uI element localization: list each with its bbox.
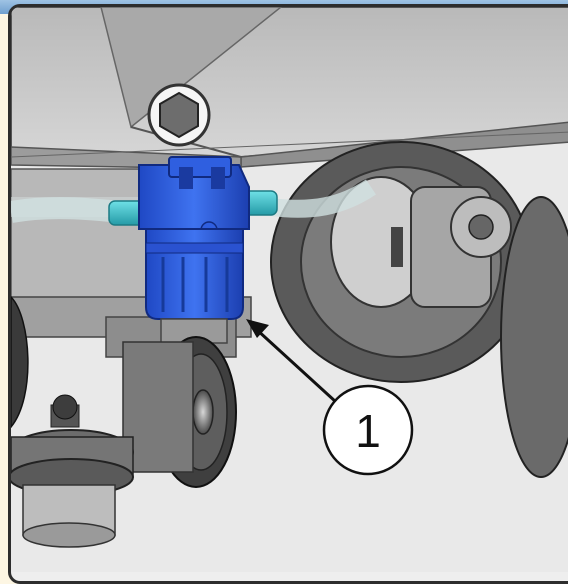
callout-number: 1 [355, 405, 381, 457]
drive-wheel-assembly [270, 141, 568, 478]
callout-arrow [246, 319, 338, 404]
callout-1: 1 [322, 384, 414, 476]
left-wheel-edge [11, 295, 29, 429]
diagram-frame: 1 [8, 4, 568, 584]
hex-bolt [147, 83, 211, 147]
machine-illustration: 1 [11, 7, 568, 572]
leveling-foot [11, 394, 134, 548]
upper-housing [11, 7, 568, 170]
water-filter [108, 156, 278, 320]
caster-wheel [122, 336, 237, 488]
